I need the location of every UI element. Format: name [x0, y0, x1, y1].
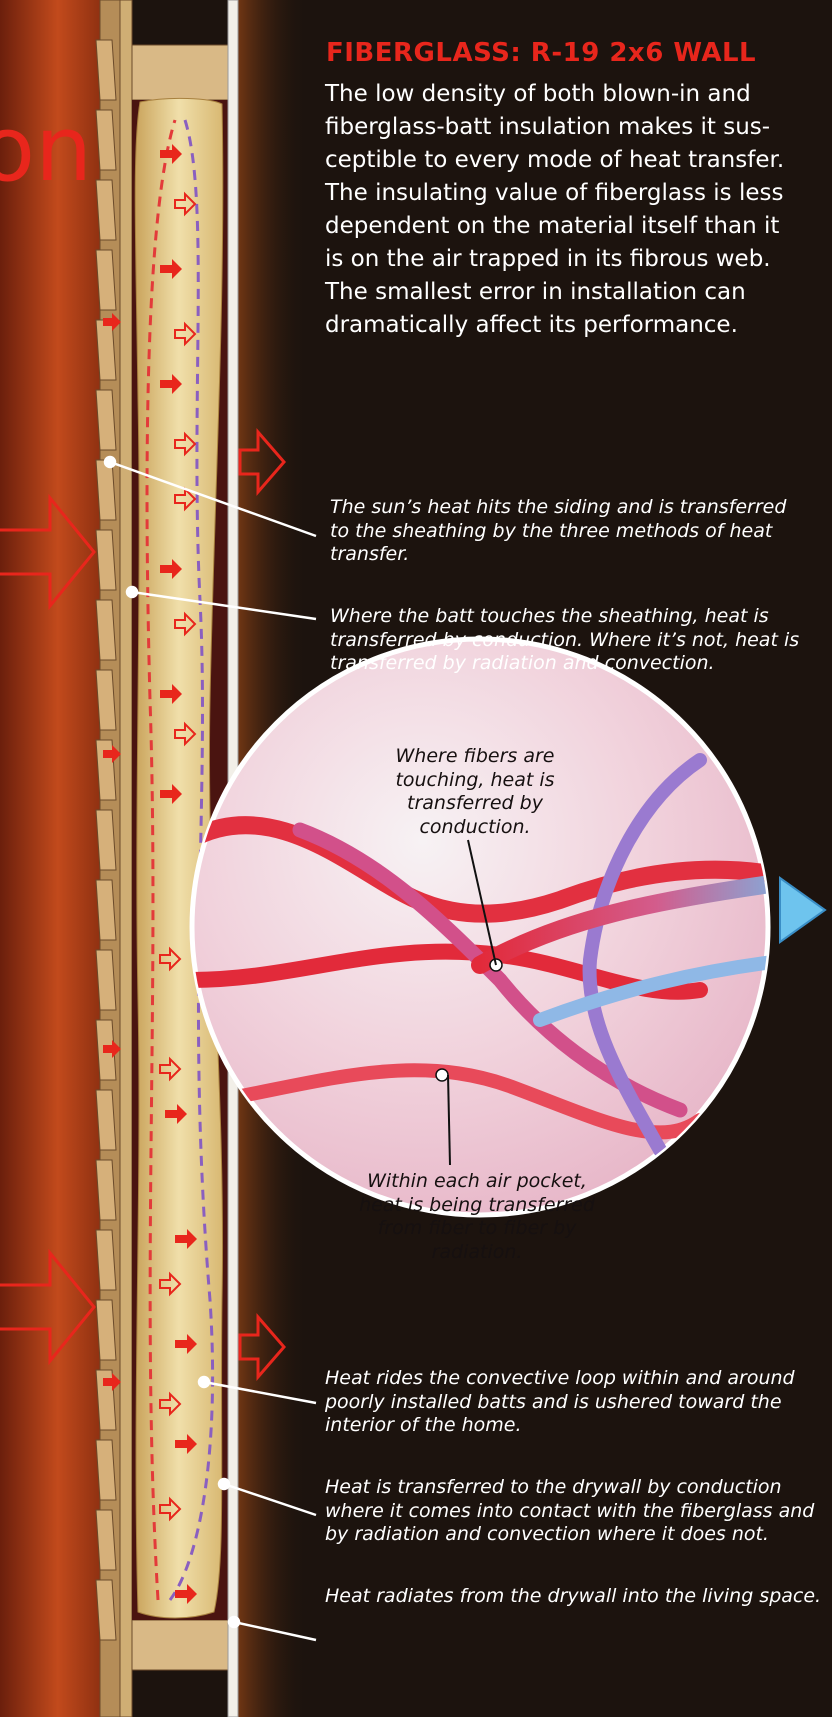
- siding: [96, 0, 122, 1717]
- heat-exit-arrow: [780, 878, 825, 942]
- air-pocket-dot: [436, 1069, 448, 1081]
- callout-batt-touch: Where the batt touches the sheathing, he…: [330, 605, 830, 676]
- magnified-fibers: [190, 639, 800, 1215]
- callout-air-pocket: Within each air pocket, heat is being tr…: [352, 1170, 602, 1264]
- callout-convective-loop: Heat rides the convective loop within an…: [325, 1367, 825, 1438]
- exterior-heat-band: [0, 0, 105, 1717]
- cropped-heading: on: [0, 100, 92, 200]
- callout-fibers-touching: Where fibers are touching, heat is trans…: [385, 745, 565, 839]
- sheathing: [120, 0, 132, 1717]
- bottom-plate: [132, 1620, 232, 1670]
- intro-paragraph: The low density of both blown-in and fib…: [325, 78, 805, 342]
- callout-drywall-radiates: Heat radiates from the drywall into the …: [325, 1585, 825, 1609]
- callout-drywall-conduction: Heat is transferred to the drywall by co…: [325, 1476, 825, 1547]
- top-plate: [132, 45, 232, 100]
- callout-sun-heat: The sun’s heat hits the siding and is tr…: [330, 496, 800, 567]
- section-title: FIBERGLASS: R-19 2x6 WALL: [326, 38, 806, 68]
